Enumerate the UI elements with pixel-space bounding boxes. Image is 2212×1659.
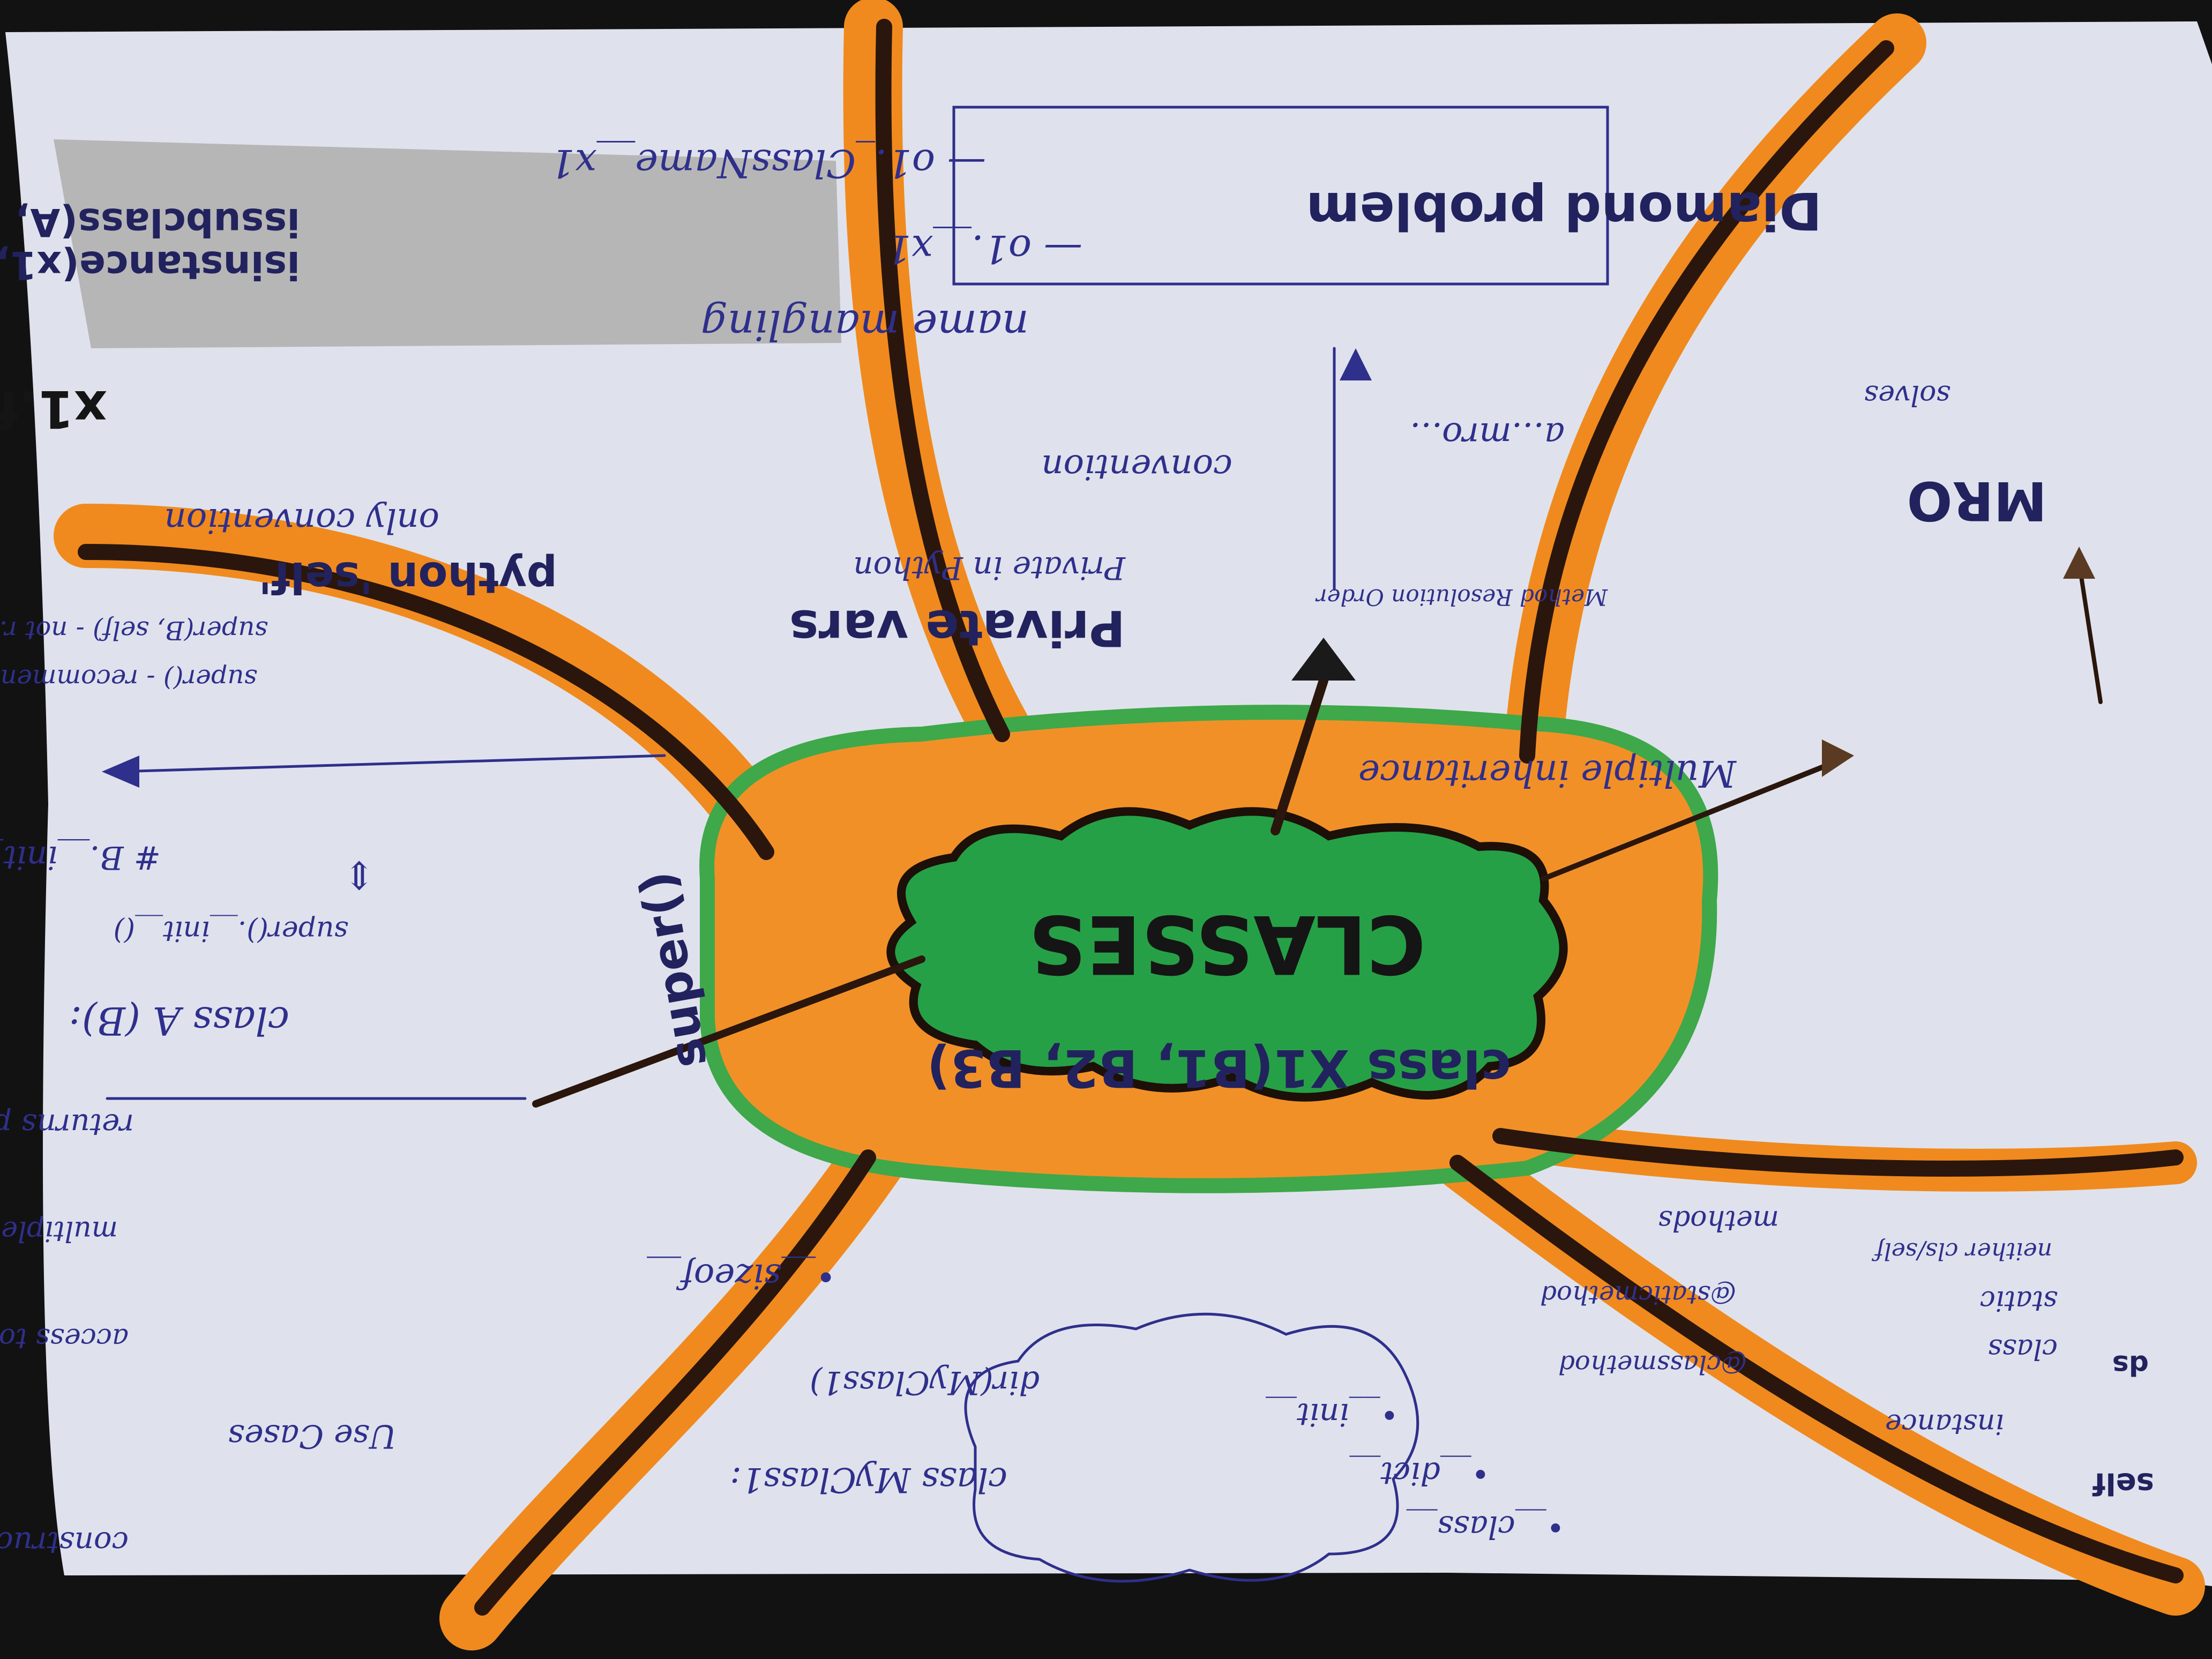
class-x1: class X1(B1, B2, B3)	[926, 1038, 1511, 1098]
methods-label: methods	[1658, 1204, 1779, 1236]
dunder-sizeof: •__sizeof__	[647, 1256, 836, 1296]
methods-class: class	[1988, 1333, 2058, 1365]
dunder-class: •__class__	[1407, 1509, 1565, 1545]
self-branch: python 'self' only convention x1.f ( ) =…	[0, 200, 557, 602]
super-class-def: class A (B):	[69, 998, 289, 1043]
methods-classmethod: @classmethod	[1558, 1349, 1747, 1379]
dunder-dict: •__dict__	[1349, 1455, 1490, 1492]
dir-cloud	[964, 1312, 1419, 1583]
methods-ds: ds	[2112, 1349, 2149, 1381]
mangling-box-line2: — o1._ClassName__x1	[550, 141, 986, 186]
methods-static: static	[1980, 1284, 2058, 1317]
private-mangling: name mangling	[701, 301, 1029, 349]
self-conv: only convention	[165, 500, 440, 540]
mangling-box	[952, 106, 1609, 286]
dunder-init: •__init__	[1266, 1396, 1399, 1433]
access-base: access to base class	[0, 1322, 129, 1354]
super-not-rec: super(B, self) - not r.	[0, 615, 268, 645]
self-title: python 'self'	[259, 552, 557, 602]
cloud-class: class MyClass1:	[730, 1460, 1007, 1499]
mro-full: Method Resolution Order	[1315, 584, 1608, 610]
mro-label: MRO	[1907, 469, 2047, 532]
paper-shadow	[54, 139, 841, 348]
methods-neither: neither cls/self	[1872, 1237, 2052, 1265]
private-branch: Private vars Private in Python conventio…	[550, 106, 1609, 656]
methods-staticmethod: @staticmethod	[1540, 1280, 1736, 1310]
multiple-inheritance-right: Multiple inheritance	[1358, 752, 1737, 794]
mro-branch: MRO Method Resolution Order a...mro... s…	[926, 181, 2047, 1098]
multiple-inheritance: multiple inheritance	[0, 1215, 118, 1247]
diamond-problem: Diamond problem	[1306, 181, 1822, 241]
mro-pattern: a...mro...	[1410, 415, 1565, 454]
mangling-box-line1: — o1.__x1	[887, 227, 1082, 272]
super-init-call: super().__init__()	[114, 915, 348, 947]
center-title: CLASSES	[1028, 897, 1426, 990]
mro-solves: solves	[1864, 379, 1951, 411]
methods-self: self	[2092, 1466, 2154, 1501]
methods-branch: self instance ds class static @classmeth…	[1540, 1204, 2154, 1501]
super-recommended: super() - recommended	[0, 663, 257, 693]
self-isinstance: isinstance(x1, class)	[0, 243, 300, 288]
self-issubclass: issubclass(A, B)	[0, 200, 300, 245]
private-conv: convention	[1041, 447, 1232, 487]
private-subtitle: Private in Python	[853, 550, 1126, 586]
constructor: constructor	[0, 1525, 129, 1560]
methods-instance: instance	[1885, 1408, 2004, 1440]
super-returns: returns proxy object	[0, 1107, 134, 1142]
arrows	[102, 348, 2095, 788]
super-equiv: ⇕	[343, 854, 375, 899]
private-title: Private vars	[789, 599, 1125, 656]
self-call: x1.f ( ) = MyClass.f (x1)	[0, 379, 107, 439]
use-cases: Use Cases	[228, 1417, 397, 1455]
center-cloud	[886, 807, 1568, 1102]
branches	[78, 19, 2184, 1616]
super-base-init: # B.__init__(self)	[0, 839, 161, 876]
dunder-branch: •__class__ •__dict__ •__init__ •__sizeof…	[647, 1256, 1565, 1583]
cloud-dir: dir(MyClass1)	[810, 1364, 1040, 1401]
